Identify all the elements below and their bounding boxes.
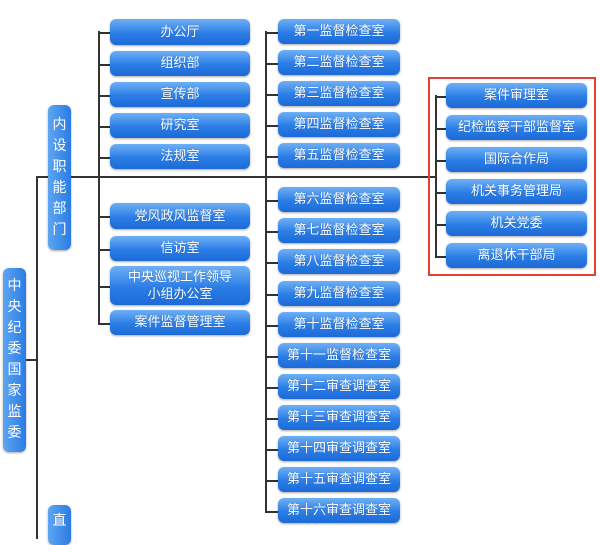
connector-line <box>435 95 437 256</box>
direct-units-node: 直 <box>48 505 71 545</box>
connector-line <box>435 192 446 194</box>
org-node: 第五监督检查室 <box>278 143 400 168</box>
connector-line <box>265 356 278 358</box>
connector-line <box>265 387 278 389</box>
connector-line <box>36 176 436 178</box>
org-node: 第十一监督检查室 <box>278 343 400 368</box>
connector-line <box>435 96 446 98</box>
highlight-frame <box>428 77 596 276</box>
connector-line <box>36 176 38 539</box>
connector-line <box>98 32 110 34</box>
org-node: 第十二审查调查室 <box>278 374 400 399</box>
org-node: 第七监督检查室 <box>278 218 400 243</box>
org-node: 第一监督检查室 <box>278 19 400 44</box>
connector-line <box>98 157 110 159</box>
connector-line <box>265 94 278 96</box>
org-node: 第四监督检查室 <box>278 112 400 137</box>
connector-line <box>98 323 110 325</box>
org-node: 宣传部 <box>110 82 250 107</box>
org-node: 组织部 <box>110 51 250 76</box>
org-node: 第十六审查调查室 <box>278 498 400 523</box>
connector-line <box>265 200 278 202</box>
connector-line <box>98 64 110 66</box>
connector-line <box>265 125 278 127</box>
org-node: 纪检监察干部监督室 <box>446 115 587 140</box>
org-node: 第十三审查调查室 <box>278 405 400 430</box>
org-node: 第八监督检查室 <box>278 249 400 274</box>
org-node: 第三监督检查室 <box>278 81 400 106</box>
org-node: 离退休干部局 <box>446 243 587 268</box>
org-node: 办公厅 <box>110 19 250 45</box>
connector-line <box>98 95 110 97</box>
connector-line <box>265 418 278 420</box>
connector-line <box>265 262 278 264</box>
connector-line <box>265 480 278 482</box>
connector-line <box>265 449 278 451</box>
root-node: 中央纪委国家监委 <box>3 268 26 452</box>
connector-line <box>26 359 37 361</box>
connector-line <box>265 31 267 512</box>
connector-line <box>435 128 446 130</box>
connector-line <box>435 160 446 162</box>
org-node: 法规室 <box>110 144 250 169</box>
org-node: 第十监督检查室 <box>278 312 400 337</box>
org-node: 第十五审查调查室 <box>278 467 400 492</box>
org-node: 案件审理室 <box>446 83 587 108</box>
org-node: 机关事务管理局 <box>446 179 587 204</box>
org-node: 第二监督检查室 <box>278 50 400 75</box>
org-node: 第十四审查调查室 <box>278 436 400 461</box>
connector-line <box>435 256 446 258</box>
connector-line <box>98 126 110 128</box>
org-node: 中央巡视工作领导小组办公室 <box>110 266 250 305</box>
org-node: 第九监督检查室 <box>278 281 400 306</box>
connector-line <box>435 224 446 226</box>
org-node: 案件监督管理室 <box>110 310 250 335</box>
connector-line <box>265 32 278 34</box>
org-node: 第六监督检查室 <box>278 187 400 212</box>
org-node: 国际合作局 <box>446 147 587 172</box>
org-node: 研究室 <box>110 113 250 138</box>
connector-line <box>265 63 278 65</box>
org-node: 信访室 <box>110 236 250 261</box>
connector-line <box>265 231 278 233</box>
connector-line <box>265 325 278 327</box>
connector-line <box>98 286 110 288</box>
connector-line <box>265 294 278 296</box>
connector-line <box>98 31 100 323</box>
connector-line <box>265 511 278 513</box>
connector-line <box>98 216 110 218</box>
connector-line <box>265 156 278 158</box>
org-node: 机关党委 <box>446 211 587 236</box>
connector-line <box>98 249 110 251</box>
internal-departments-node: 内设职能部门 <box>48 105 71 250</box>
org-node: 党风政风监督室 <box>110 203 250 229</box>
